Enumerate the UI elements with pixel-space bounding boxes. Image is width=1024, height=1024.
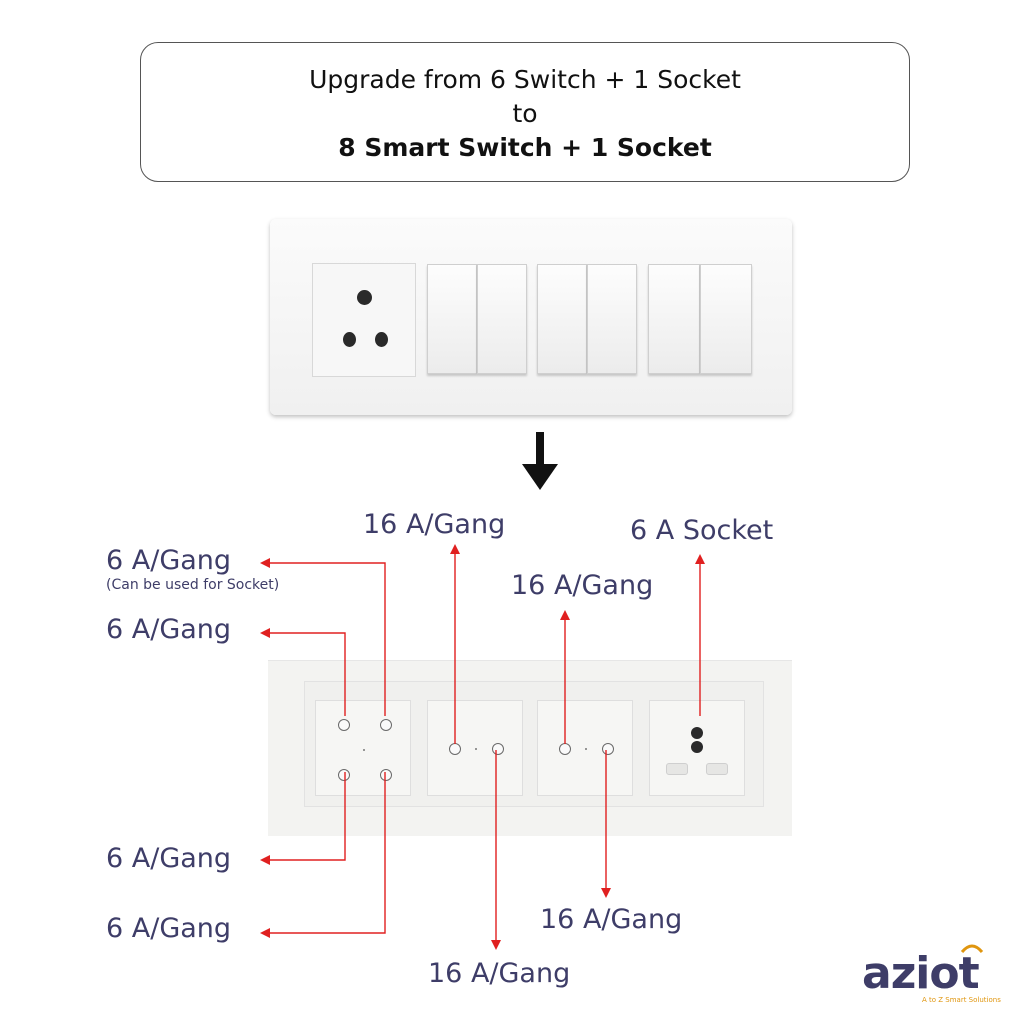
- old-switch-5: [648, 264, 700, 374]
- label-16a-gang-module2-bottom: 16 A/Gang: [428, 958, 571, 989]
- touch-button-6a-1[interactable]: [338, 719, 350, 731]
- header-to-text: to: [512, 99, 538, 128]
- smart-switch-plate: [268, 660, 792, 836]
- label-16a-gang-module3-bottom: 16 A/Gang: [540, 904, 683, 935]
- old-switch-plate: [270, 219, 792, 415]
- socket-earth-pin-lower: [691, 741, 703, 753]
- old-switch-2: [477, 264, 527, 374]
- touch-button-6a-4[interactable]: [380, 769, 392, 781]
- logo-wifi-icon: [960, 944, 984, 954]
- label-6a-gang-top: 6 A/Gang: [106, 545, 232, 576]
- smart-plate-frame: [304, 681, 764, 807]
- label-16a-gang-module3-top: 16 A/Gang: [511, 570, 654, 601]
- old-switch-3: [537, 264, 587, 374]
- down-arrow-icon: [522, 432, 558, 490]
- socket-neutral-pin: [375, 332, 388, 347]
- touch-button-16a-2b[interactable]: [602, 743, 614, 755]
- label-6a-gang-bottom: 6 A/Gang: [106, 913, 232, 944]
- module-4-gang: [315, 700, 411, 796]
- logo-tagline: A to Z Smart Solutions: [922, 996, 1001, 1004]
- header-target-text: 8 Smart Switch + 1 Socket: [338, 133, 712, 162]
- old-switch-6: [700, 264, 752, 374]
- socket-earth-pin: [357, 290, 372, 305]
- socket-neutral-slot: [706, 763, 728, 775]
- indicator-dot: [585, 748, 587, 750]
- label-6a-gang-third: 6 A/Gang: [106, 843, 232, 874]
- socket-live-slot: [666, 763, 688, 775]
- module-16a-1: [427, 700, 523, 796]
- indicator-dot: [363, 749, 365, 751]
- header-from-text: Upgrade from 6 Switch + 1 Socket: [309, 65, 741, 94]
- old-switch-4: [587, 264, 637, 374]
- module-16a-2: [537, 700, 633, 796]
- socket-earth-pin: [691, 727, 703, 739]
- upgrade-header-box: Upgrade from 6 Switch + 1 Socket to 8 Sm…: [140, 42, 910, 182]
- old-socket: [312, 263, 416, 377]
- aziot-logo: aziot: [862, 948, 980, 999]
- indicator-dot: [475, 748, 477, 750]
- label-6a-gang-second: 6 A/Gang: [106, 614, 232, 645]
- label-6a-socket: 6 A Socket: [630, 515, 774, 546]
- socket-live-pin: [343, 332, 356, 347]
- touch-button-16a-1b[interactable]: [492, 743, 504, 755]
- touch-button-6a-3[interactable]: [338, 769, 350, 781]
- old-switch-1: [427, 264, 477, 374]
- label-can-be-used-for-socket: (Can be used for Socket): [106, 577, 280, 593]
- label-16a-gang-module2-top: 16 A/Gang: [363, 509, 506, 540]
- touch-button-6a-2[interactable]: [380, 719, 392, 731]
- module-6a-socket: [649, 700, 745, 796]
